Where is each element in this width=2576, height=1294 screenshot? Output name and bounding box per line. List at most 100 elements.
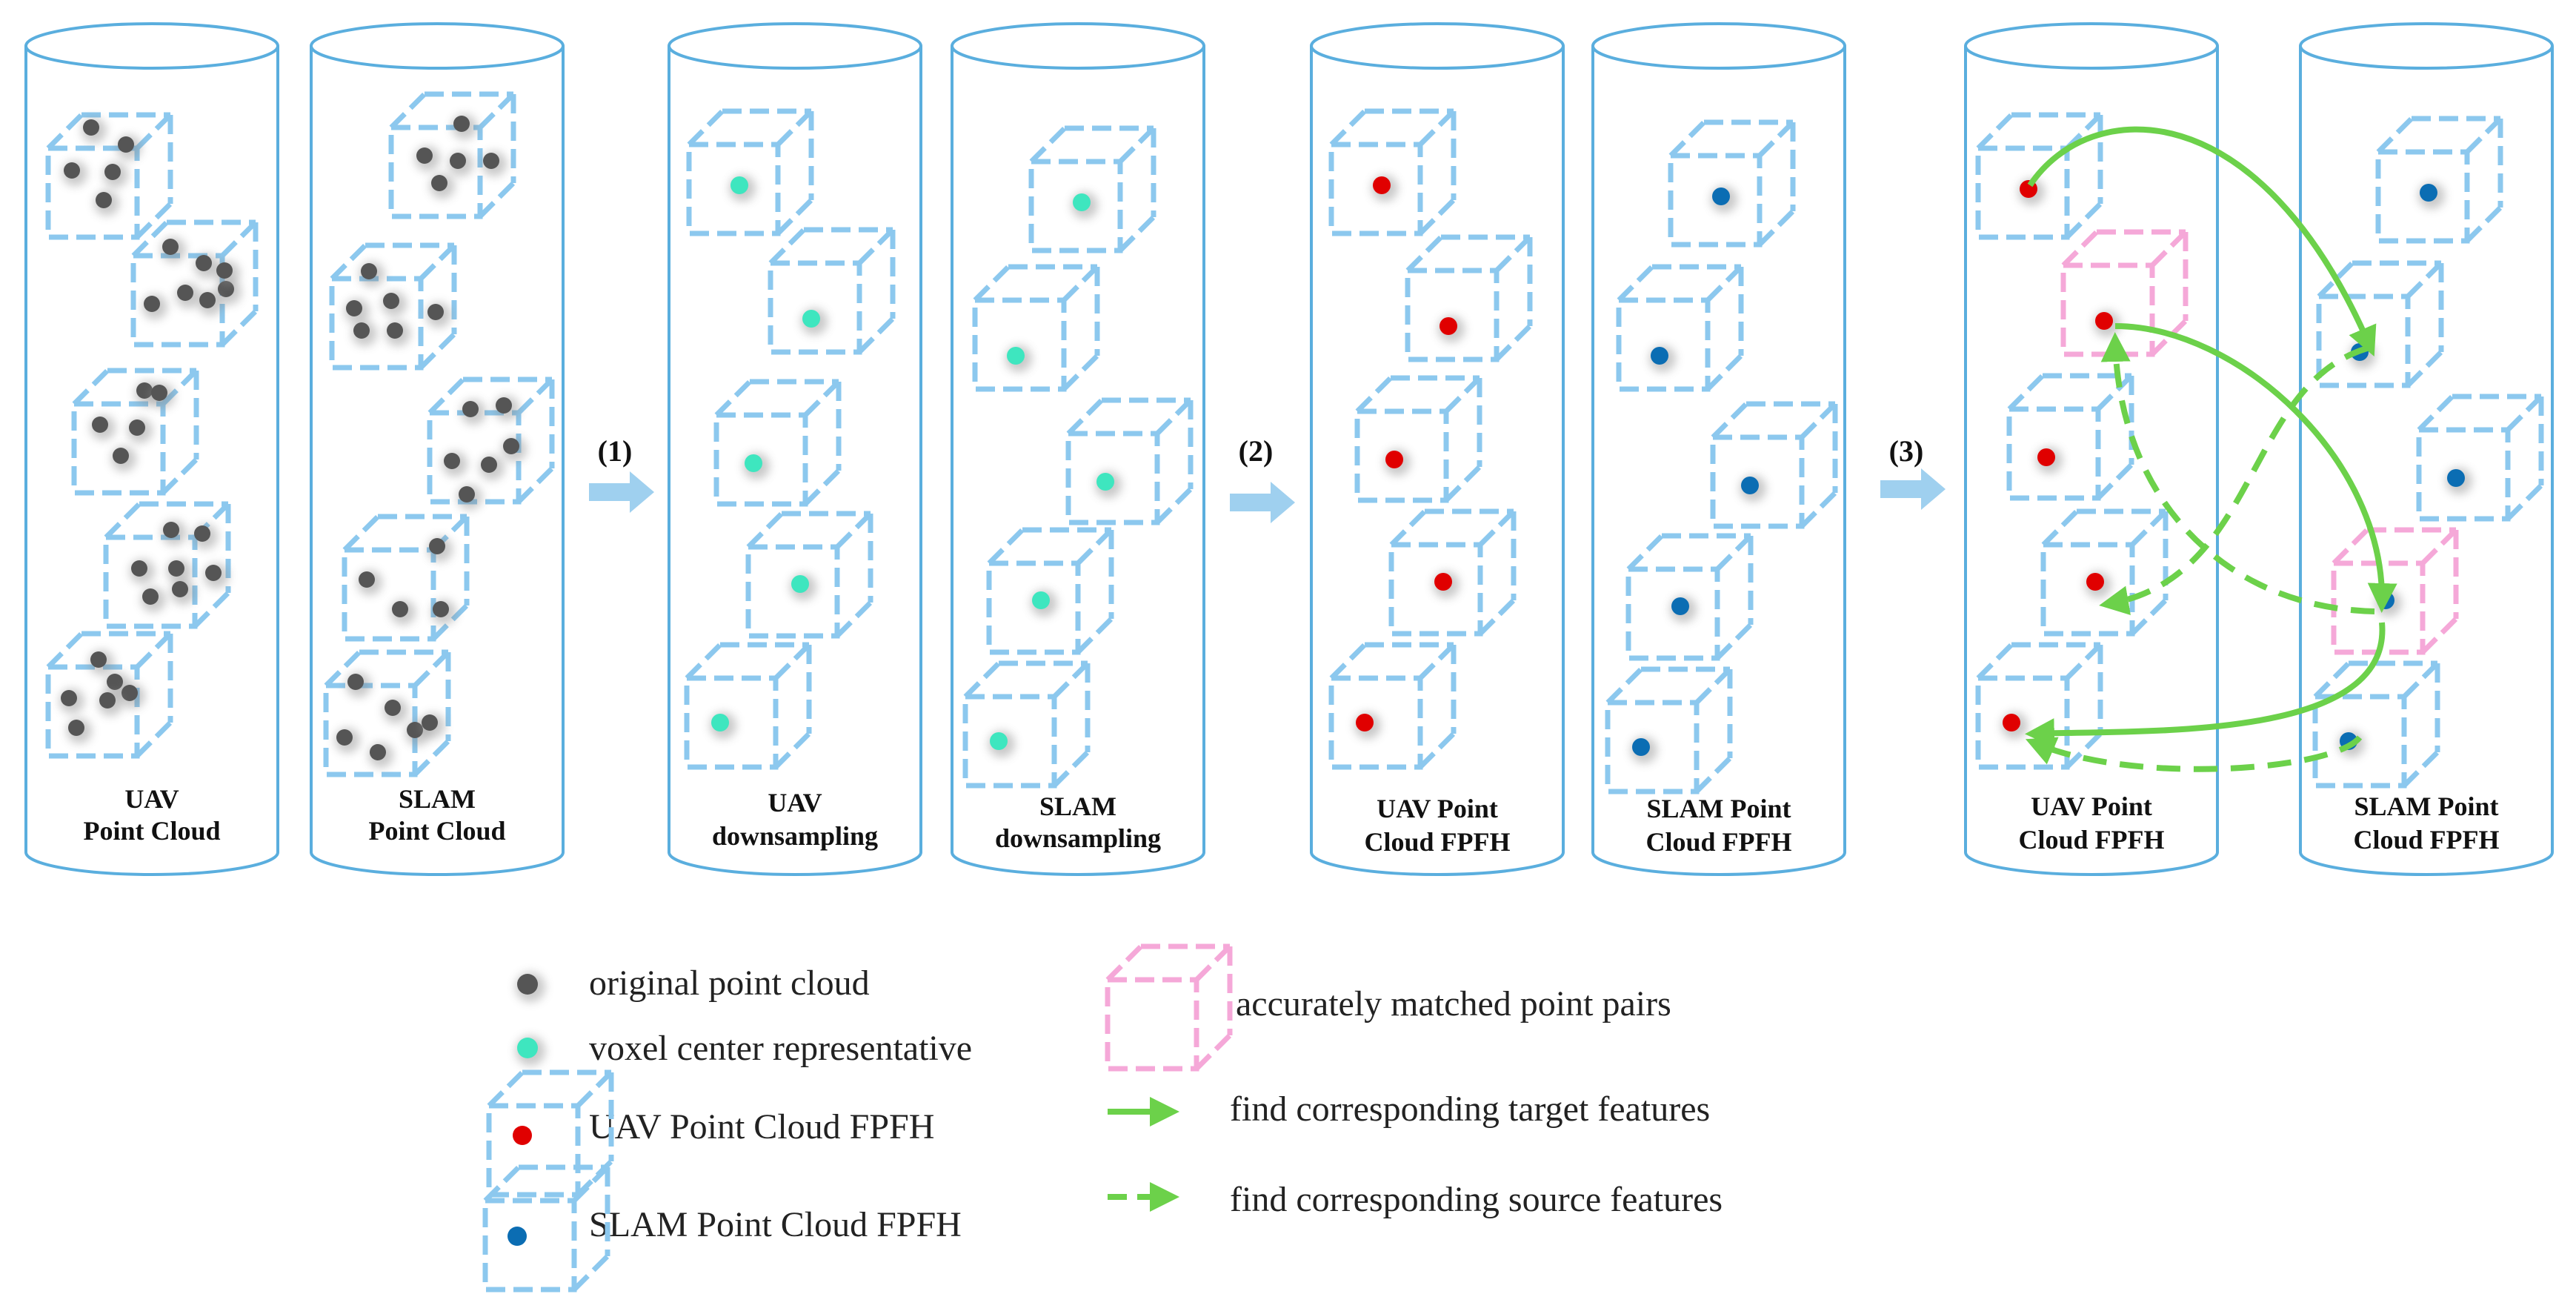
- voxel-center-point: [1071, 192, 1098, 219]
- slam-fpfh-point: [1670, 596, 1697, 623]
- slam-fpfh-point: [1740, 475, 1766, 502]
- step-3-arrow: [1880, 468, 1946, 510]
- original-point: [415, 146, 440, 171]
- voxel-cube: [1065, 397, 1194, 525]
- uav-fpfh-point: [1438, 316, 1465, 342]
- match-arrows: [2025, 126, 2397, 772]
- cylinder-slam-fpfh-matched: [2299, 22, 2554, 876]
- original-point: [127, 418, 153, 443]
- cylinder-label-uav-fpfh-matched-line2: Cloud FPFH: [2018, 825, 2164, 855]
- cylinder-uav-point-cloud: [24, 22, 279, 876]
- original-point: [390, 600, 416, 625]
- voxel-cube: [686, 108, 814, 236]
- voxel-cube: [684, 642, 812, 770]
- voxel-cube: [130, 219, 259, 348]
- cylinder-label-uav-fpfh-line1: UAV Point: [1377, 794, 1498, 823]
- original-point: [89, 650, 114, 675]
- legend-icon-original-point: [516, 972, 545, 1002]
- voxel-cube: [1616, 264, 1744, 392]
- uav-fpfh-point: [1354, 712, 1381, 739]
- voxel-cube: [1668, 119, 1796, 248]
- step-3-label: (3): [1889, 434, 1924, 468]
- voxel-cube: [2375, 116, 2503, 244]
- original-point: [116, 135, 142, 160]
- original-point: [494, 396, 519, 421]
- cylinder-label-uav-point-cloud-line1: UAV: [124, 784, 179, 814]
- cylinder-label-slam-downsampling-line1: SLAM: [1039, 792, 1116, 821]
- slam-fpfh-point: [1631, 737, 1657, 763]
- original-point: [162, 520, 187, 545]
- voxel-cube: [388, 91, 516, 219]
- voxel-cube: [2416, 394, 2544, 522]
- voxel-cube: [2006, 373, 2134, 501]
- cylinder-uav-fpfh-matched: [1964, 22, 2219, 876]
- uav-fpfh-point: [2094, 311, 2120, 337]
- original-point: [215, 261, 240, 286]
- voxel-cube: [768, 227, 896, 355]
- legend-icon-slam-fpfh-cube: [482, 1164, 610, 1293]
- original-point: [170, 580, 196, 605]
- original-point: [345, 299, 370, 324]
- step-1-label: (1): [598, 434, 633, 468]
- voxel-cube: [2312, 660, 2440, 789]
- original-point: [94, 190, 119, 216]
- uav-fpfh-point: [2036, 447, 2063, 474]
- original-point: [130, 559, 155, 584]
- voxel-cube: [1405, 234, 1533, 362]
- uav-fpfh-point: [1371, 175, 1398, 202]
- cylinder-uav-fpfh: [1310, 22, 1565, 876]
- step-3: (3): [1880, 434, 1946, 510]
- legend-icon-matched-cube: [1105, 943, 1233, 1072]
- source-arrow-2: [2100, 332, 2375, 614]
- original-point: [479, 455, 505, 480]
- voxel-center-point: [790, 574, 816, 600]
- voxel-center-point: [801, 308, 828, 335]
- original-point: [457, 485, 482, 510]
- source-arrow-1: [2099, 345, 2369, 615]
- voxel-cube: [713, 379, 842, 507]
- original-point: [368, 743, 393, 768]
- cylinders-layer: [24, 22, 2554, 876]
- original-point: [98, 691, 123, 716]
- original-point: [194, 253, 219, 279]
- points-layer: [59, 114, 2472, 768]
- cylinder-uav-downsampling: [668, 22, 922, 876]
- original-point: [111, 446, 136, 471]
- uav-fpfh-point: [1384, 449, 1411, 476]
- cylinder-label-uav-fpfh-line2: Cloud FPFH: [1364, 827, 1510, 857]
- target-arrow-1: [2027, 126, 2377, 357]
- cylinder-slam-point-cloud: [310, 22, 565, 876]
- voxel-cube: [1605, 666, 1733, 794]
- cylinder-label-slam-fpfh-line2: Cloud FPFH: [1645, 827, 1791, 857]
- legend-label-find-source: find corresponding source features: [1230, 1180, 1723, 1219]
- original-point: [141, 587, 166, 612]
- original-point: [198, 291, 223, 316]
- target-arrow-2: [2114, 323, 2397, 613]
- original-point: [335, 728, 360, 753]
- cylinder-label-slam-fpfh-matched-line2: Cloud FPFH: [2353, 825, 2499, 855]
- step-1-arrow: [589, 471, 654, 513]
- step-2-label: (2): [1239, 434, 1274, 468]
- original-point: [81, 118, 107, 143]
- original-point: [452, 114, 477, 139]
- voxel-cube: [2316, 260, 2444, 388]
- original-point: [142, 294, 167, 319]
- cylinder-label-slam-fpfh-matched-line1: SLAM Point: [2354, 792, 2498, 821]
- voxel-center-point: [1005, 345, 1032, 372]
- voxel-cube: [962, 660, 1091, 789]
- original-point: [204, 563, 229, 588]
- voxel-cube: [1975, 642, 2103, 770]
- original-point: [431, 600, 456, 625]
- legend-icon-voxel-center: [516, 1036, 545, 1066]
- slam-fpfh-point: [1649, 345, 1676, 372]
- legend-label-original-point-cloud: original point cloud: [589, 963, 870, 1003]
- step-arrows: (1) (2) (3): [589, 434, 1946, 523]
- legend-label-voxel-center: voxel center representative: [589, 1029, 972, 1068]
- original-point: [67, 718, 92, 743]
- voxel-cube: [1388, 508, 1517, 637]
- legend-label-matched-pairs: accurately matched point pairs: [1236, 984, 1671, 1023]
- cylinder-label-slam-point-cloud-line2: Point Cloud: [368, 816, 505, 846]
- original-point: [383, 698, 408, 723]
